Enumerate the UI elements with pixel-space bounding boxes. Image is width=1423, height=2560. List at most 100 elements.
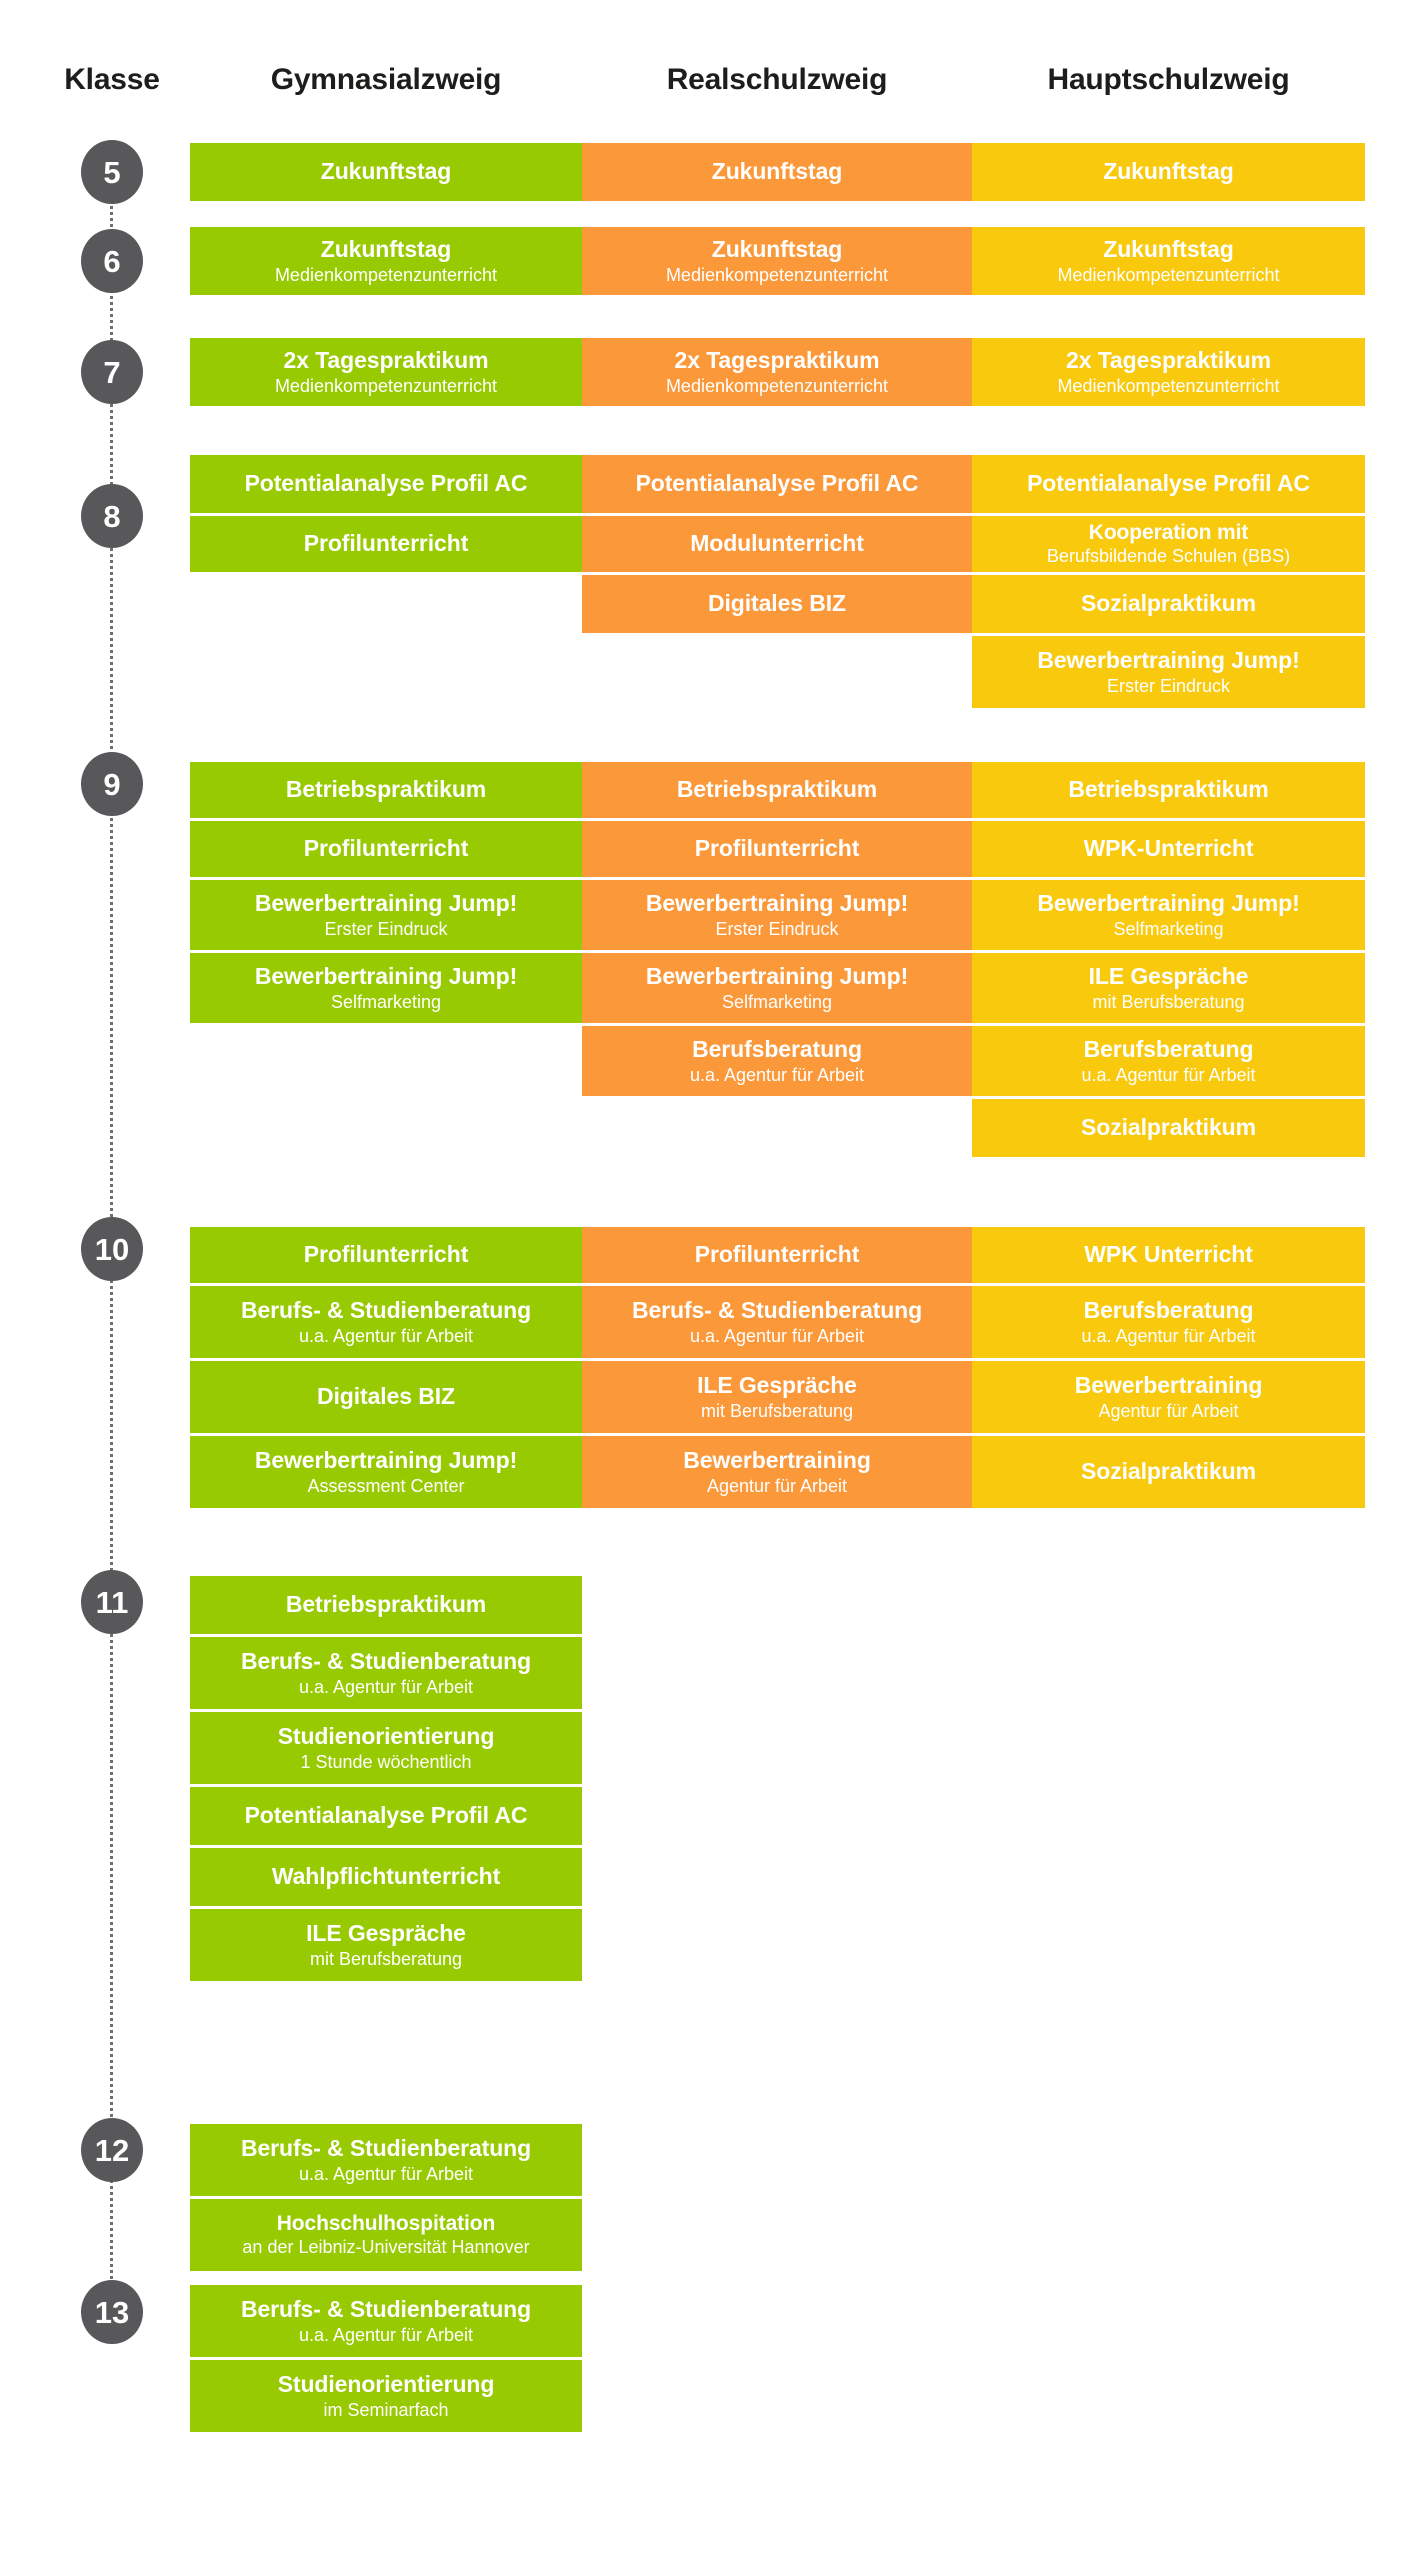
bar-gymnasialzweig: Profilunterricht — [190, 516, 582, 572]
bar-title: Bewerbertraining Jump! — [645, 889, 909, 916]
bar-title: Bewerbertraining — [683, 1446, 871, 1473]
bar-realschulzweig: Zukunftstag — [582, 143, 972, 201]
bar-title: Berufsberatung — [692, 1035, 862, 1062]
bar-subtitle: Medienkompetenzunterricht — [665, 375, 889, 396]
bar-subtitle: Medienkompetenzunterricht — [1057, 375, 1280, 396]
bar-title: ILE Gespräche — [697, 1371, 857, 1398]
bar-subtitle: im Seminarfach — [323, 2399, 449, 2420]
bar-subtitle: mit Berufsberatung — [1092, 991, 1245, 1012]
grade-badge-12: 12 — [81, 2118, 143, 2182]
bar-title: Hochschulhospitation — [276, 2211, 496, 2235]
bar-title: Sozialpraktikum — [1081, 1114, 1256, 1141]
bar-realschulzweig: Bewerbertraining Jump!Selfmarketing — [582, 953, 972, 1023]
bar-title: Potentialanalyse Profil AC — [635, 470, 919, 497]
bar-title: Potentialanalyse Profil AC — [244, 1802, 528, 1829]
bar-title: Bewerbertraining Jump! — [1037, 889, 1300, 916]
bar-gymnasialzweig: Potentialanalyse Profil AC — [190, 1787, 582, 1845]
bar-realschulzweig: Bewerbertraining Jump!Erster Eindruck — [582, 880, 972, 950]
bar-title: Bewerbertraining Jump! — [1037, 646, 1300, 673]
bar-subtitle: Medienkompetenzunterricht — [1057, 264, 1280, 285]
bar-gymnasialzweig: Digitales BIZ — [190, 1361, 582, 1433]
bar-title: WPK Unterricht — [1084, 1241, 1253, 1268]
bar-subtitle: u.a. Agentur für Arbeit — [298, 1676, 474, 1697]
bar-gymnasialzweig: Zukunftstag — [190, 143, 582, 201]
bar-title: Betriebspraktikum — [1068, 776, 1269, 803]
grade-badge-7: 7 — [81, 340, 143, 404]
bar-hauptschulzweig: WPK Unterricht — [972, 1227, 1365, 1283]
bar-hauptschulzweig: Sozialpraktikum — [972, 1436, 1365, 1508]
bar-hauptschulzweig: Zukunftstag — [972, 143, 1365, 201]
bar-title: Bewerbertraining Jump! — [254, 1446, 518, 1473]
bar-title: Berufs- & Studienberatung — [240, 2295, 532, 2322]
bar-subtitle: u.a. Agentur für Arbeit — [298, 1325, 474, 1346]
bar-title: Berufsberatung — [1083, 1296, 1254, 1323]
bar-subtitle: Assessment Center — [307, 1475, 465, 1496]
bar-title: Berufs- & Studienberatung — [240, 1296, 532, 1323]
bar-subtitle: Selfmarketing — [721, 991, 833, 1012]
grade-badge-11: 11 — [81, 1570, 143, 1634]
bar-title: Zukunftstag — [320, 235, 452, 262]
bar-subtitle: u.a. Agentur für Arbeit — [298, 2163, 474, 2184]
grade-badge-10: 10 — [81, 1217, 143, 1281]
bar-title: 2x Tagespraktikum — [283, 346, 489, 373]
grade-badge-8: 8 — [81, 484, 143, 548]
header-gymnasialzweig: Gymnasialzweig — [270, 63, 502, 96]
bar-subtitle: Medienkompetenzunterricht — [274, 264, 498, 285]
bar-title: Berufs- & Studienberatung — [240, 2134, 532, 2161]
bar-subtitle: u.a. Agentur für Arbeit — [1081, 1325, 1256, 1346]
bar-subtitle: u.a. Agentur für Arbeit — [1081, 1064, 1256, 1085]
bar-title: Digitales BIZ — [707, 590, 846, 617]
grade-badge-5: 5 — [81, 140, 143, 204]
bar-realschulzweig: Profilunterricht — [582, 1227, 972, 1283]
bar-subtitle: Agentur für Arbeit — [706, 1475, 848, 1496]
bar-title: Bewerbertraining Jump! — [254, 962, 518, 989]
bar-title: 2x Tagespraktikum — [1066, 346, 1271, 373]
bar-title: Profilunterricht — [303, 1241, 469, 1268]
bar-gymnasialzweig: Bewerbertraining Jump!Assessment Center — [190, 1436, 582, 1508]
bar-hauptschulzweig: Sozialpraktikum — [972, 1099, 1365, 1157]
bar-subtitle: Selfmarketing — [1113, 918, 1224, 939]
bar-realschulzweig: Betriebspraktikum — [582, 762, 972, 818]
bar-title: Profilunterricht — [694, 1241, 860, 1268]
bar-hauptschulzweig: WPK-Unterricht — [972, 821, 1365, 877]
bar-title: Potentialanalyse Profil AC — [244, 470, 528, 497]
bar-hauptschulzweig: Sozialpraktikum — [972, 575, 1365, 633]
bar-hauptschulzweig: Bewerbertraining Jump!Selfmarketing — [972, 880, 1365, 950]
column-headers: Klasse Gymnasialzweig Realschulzweig Hau… — [0, 58, 1423, 102]
bar-title: Profilunterricht — [303, 530, 469, 557]
bar-gymnasialzweig: Bewerbertraining Jump!Erster Eindruck — [190, 880, 582, 950]
bar-title: Zukunftstag — [711, 235, 843, 262]
bar-hauptschulzweig: Betriebspraktikum — [972, 762, 1365, 818]
header-hauptschulzweig: Hauptschulzweig — [1047, 63, 1290, 96]
bar-title: Studienorientierung — [277, 2370, 495, 2397]
bar-subtitle: mit Berufsberatung — [700, 1400, 854, 1421]
bar-subtitle: Agentur für Arbeit — [1098, 1400, 1239, 1421]
bar-title: Zukunftstag — [320, 158, 452, 185]
bar-gymnasialzweig: Potentialanalyse Profil AC — [190, 455, 582, 513]
bar-title: Digitales BIZ — [316, 1383, 455, 1410]
bar-subtitle: an der Leibniz-Universität Hannover — [242, 2237, 530, 2258]
bar-title: Modulunterricht — [690, 530, 864, 557]
bar-subtitle: 1 Stunde wöchentlich — [300, 1751, 472, 1772]
bar-title: Zukunftstag — [711, 158, 843, 185]
bar-title: Sozialpraktikum — [1081, 1458, 1256, 1485]
bar-subtitle: Berufsbildende Schulen (BBS) — [1046, 546, 1291, 567]
bar-hauptschulzweig: Potentialanalyse Profil AC — [972, 455, 1365, 513]
bar-title: Bewerbertraining Jump! — [254, 889, 518, 916]
bar-title: Profilunterricht — [303, 835, 469, 862]
